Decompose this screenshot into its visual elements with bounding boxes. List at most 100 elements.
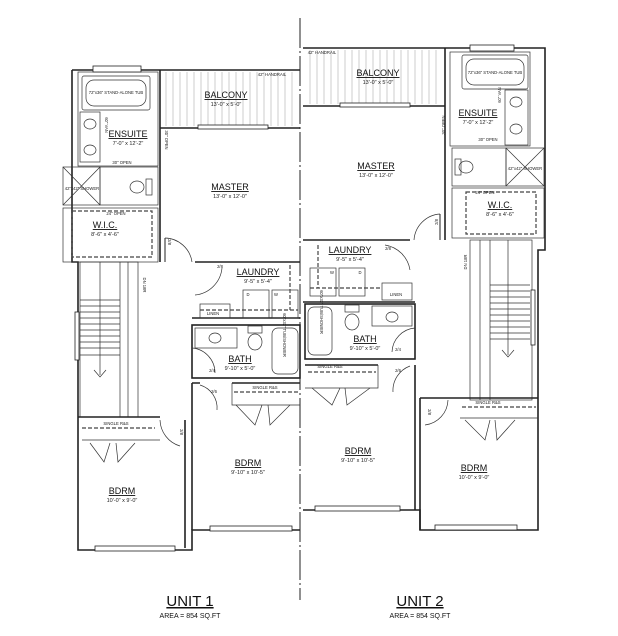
note-closet: SINGLE R&S xyxy=(103,421,128,426)
door-swing[interactable] xyxy=(199,384,218,411)
wic-room xyxy=(451,187,545,239)
bdrm-wall xyxy=(78,416,186,548)
room-label-balcony: BALCONY xyxy=(204,90,247,100)
room-label-bdrm: BDRM xyxy=(109,486,136,496)
door-swing[interactable] xyxy=(194,267,223,296)
room-label-ensuite: ENSUITE xyxy=(108,129,147,139)
note-tub: 72"x36" STAND-ALONE TUB xyxy=(468,70,523,75)
room-dims-laundry: 9'-5" x 5'-4" xyxy=(336,257,364,263)
vanity xyxy=(79,111,101,163)
door-swing[interactable] xyxy=(413,213,441,241)
door-size: 2/8 xyxy=(179,429,184,435)
bdrm-wall xyxy=(419,397,538,530)
room-label-balcony: BALCONY xyxy=(356,68,399,78)
laundry-wall xyxy=(303,239,415,303)
wic-shelf xyxy=(71,210,153,258)
dryer-label: D xyxy=(246,292,249,297)
closet xyxy=(305,365,379,389)
note-tub-shower: 60"x32" TUB/SHOWER xyxy=(282,313,287,357)
note-handrail: 42" HANDRAIL xyxy=(308,50,337,55)
door-size: 2/8 xyxy=(434,218,439,224)
staircase[interactable] xyxy=(469,239,536,401)
note-open: 30" OPEN xyxy=(164,130,169,149)
note-open: 30" OPEN xyxy=(478,137,497,142)
note-open: 24" OPEN xyxy=(106,211,125,216)
door-swing[interactable] xyxy=(159,419,181,447)
dryer-label: D xyxy=(358,270,361,275)
sink-icon xyxy=(83,144,97,156)
door-swing[interactable] xyxy=(424,399,449,426)
room-label-bdrm: BDRM xyxy=(345,446,372,456)
note-open: 30" OPEN xyxy=(441,115,446,134)
toilet-icon xyxy=(129,180,145,194)
note-open: 24" OPEN xyxy=(475,190,494,195)
sliding-door[interactable] xyxy=(339,102,411,108)
toilet-icon xyxy=(247,333,263,351)
bdrm-wall xyxy=(305,364,416,510)
door-swing[interactable] xyxy=(164,237,193,263)
upper-cabinet xyxy=(310,245,380,289)
room-dims-master: 13'-0" x 12'-0" xyxy=(359,173,393,179)
bdrm-wall xyxy=(191,382,300,530)
room-label-bath: BATH xyxy=(228,354,251,364)
room-label-laundry: LAUNDRY xyxy=(237,267,280,277)
door-size: 2/4 xyxy=(395,347,401,352)
dryer xyxy=(338,267,366,297)
room-dims-bdrm: 9'-10" x 10'-5" xyxy=(341,458,375,464)
note-stairs: DN 18R xyxy=(142,278,147,293)
tub-shower xyxy=(307,306,333,356)
room-dims-bath: 9'-10" x 5'-0" xyxy=(225,366,256,372)
note-stairs: DN 18R xyxy=(463,255,468,270)
balcony-hatch xyxy=(309,50,437,104)
shower-cross xyxy=(62,166,101,206)
note-linen: LINEN xyxy=(207,311,219,316)
room-label-laundry: LAUNDRY xyxy=(329,245,372,255)
toilet-tank xyxy=(454,158,462,176)
washer-label: W xyxy=(330,270,334,275)
bifold-door[interactable] xyxy=(460,417,538,441)
room-dims-balcony: 13'-0" x 5'-0" xyxy=(211,102,242,108)
bathtub xyxy=(81,75,151,111)
shower-stall xyxy=(505,147,545,187)
door-swing[interactable] xyxy=(392,365,411,393)
unit-title: UNIT 1 xyxy=(166,593,213,610)
room-dims-ensuite: 7'-0" x 12'-2" xyxy=(113,141,144,147)
shower-cross xyxy=(505,147,545,187)
window xyxy=(209,525,293,532)
sliding-door[interactable] xyxy=(197,124,269,130)
linen-closet xyxy=(381,282,413,301)
staircase[interactable] xyxy=(74,261,139,418)
exterior-wall xyxy=(71,69,300,551)
room-dims-ensuite: 7'-0" x 12'-2" xyxy=(463,120,494,126)
note-vanity: 60" VAN xyxy=(104,117,109,133)
closet xyxy=(231,383,300,406)
room-dims-wic: 8'-6" x 4'-6" xyxy=(486,212,514,218)
bath-room xyxy=(191,324,301,379)
window xyxy=(469,44,515,52)
room-label-bdrm: BDRM xyxy=(235,458,262,468)
room-dims-laundry: 9'-5" x 5'-4" xyxy=(244,279,272,285)
door-swing[interactable] xyxy=(391,327,416,353)
window xyxy=(92,65,142,73)
bifold-door[interactable] xyxy=(235,404,291,426)
note-linen: LINEN xyxy=(390,292,402,297)
toilet-tank xyxy=(247,325,263,334)
unit-title: UNIT 2 xyxy=(396,593,443,610)
room-label-master: MASTER xyxy=(357,161,395,171)
door-swing[interactable] xyxy=(191,347,216,374)
window xyxy=(434,524,518,531)
upper-cabinet xyxy=(200,265,298,311)
door-swing[interactable] xyxy=(384,244,411,271)
toilet-tank xyxy=(145,178,153,196)
vanity xyxy=(371,305,413,327)
toilet-room xyxy=(99,166,159,206)
door-size: 2/8 xyxy=(217,264,223,269)
door-size: 2/6 xyxy=(211,389,217,394)
door-size: 2/6 xyxy=(395,368,401,373)
bifold-door[interactable] xyxy=(82,439,160,463)
bathtub xyxy=(461,54,529,90)
note-shower: 42"x42" SHOWER xyxy=(508,166,542,171)
bifold-door[interactable] xyxy=(311,387,371,406)
note-tub-shower: 60"x32" TUB/SHOWER xyxy=(319,290,324,334)
unit-area: AREA = 854 SQ.FT xyxy=(160,613,222,620)
